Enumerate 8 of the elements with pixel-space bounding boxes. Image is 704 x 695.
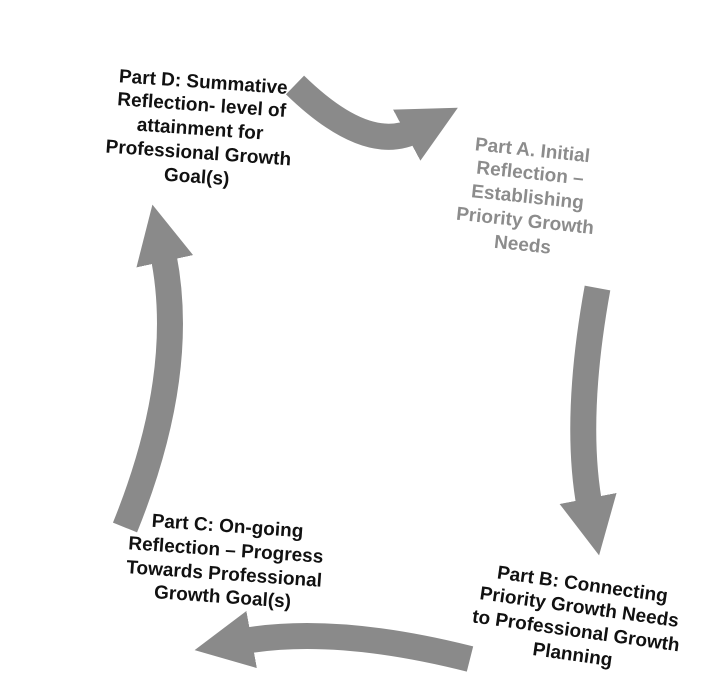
step-text: Part D: Summative Reflection- level of attainment for Professional Growth Goal(s): [104, 64, 293, 192]
block-arrow: [286, 75, 460, 161]
step-text: Part A. Initial Reflection – Establishing Priority Growth Needs: [454, 132, 596, 260]
block-arrow: [194, 611, 474, 672]
step-text: Part B: Connecting Priority Growth Needs to Professional Growth Planning: [470, 560, 682, 673]
step-text: Part C: On-going Reflection – Progress Towards Professional Growth Goal(s): [124, 510, 326, 615]
block-arrow: [112, 204, 193, 532]
block-arrow: [560, 286, 617, 556]
